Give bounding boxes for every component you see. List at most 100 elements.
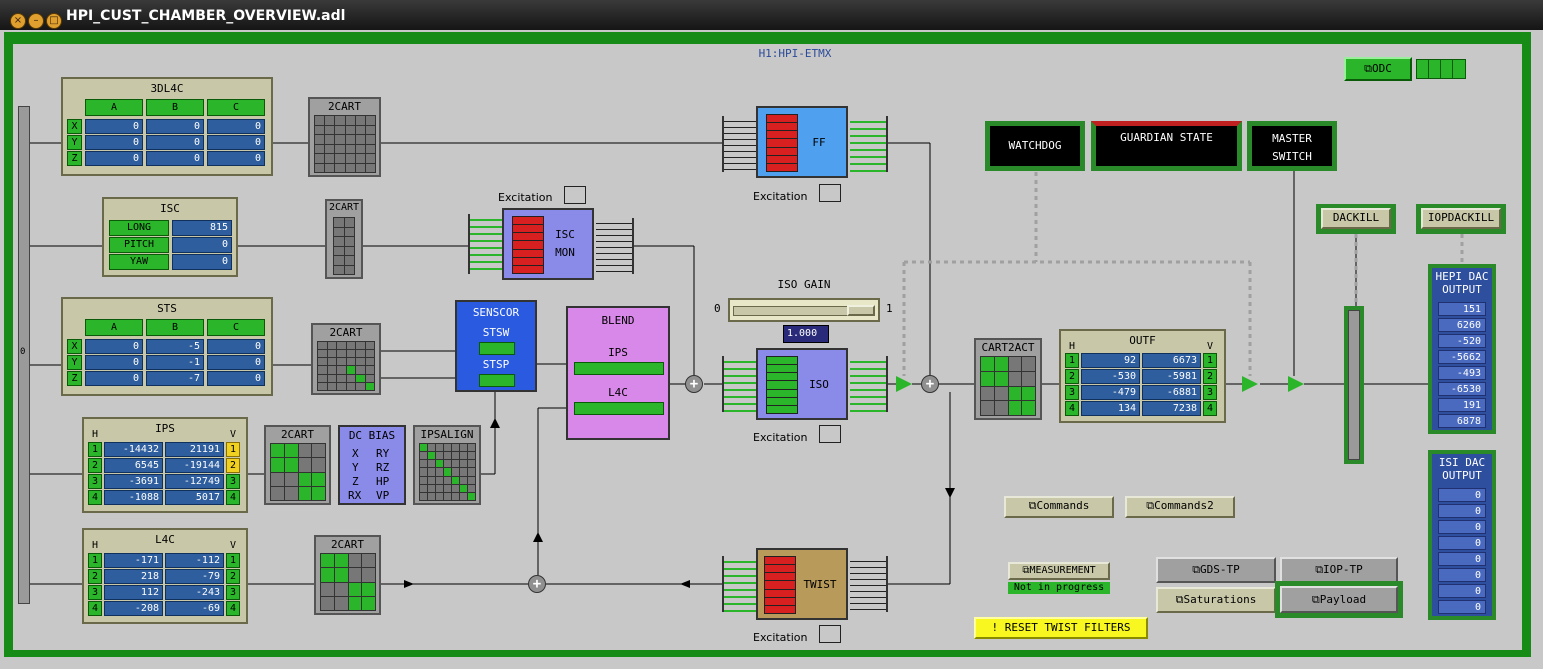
2cart-label: 2CART <box>328 202 360 213</box>
excitation-checkbox[interactable] <box>819 184 841 202</box>
isc-mon-label: ISC <box>555 228 575 241</box>
sts-col-a: A <box>85 319 143 336</box>
3dl4c-row-z: Z <box>67 151 82 166</box>
3dl4c-value: 0 <box>146 119 204 134</box>
dc-bias-button[interactable]: DC BIAS X RY Y RZ Z HP RX VP <box>338 425 406 505</box>
ips-v-value: 5017 <box>165 490 224 505</box>
2cart-isc-button[interactable]: 2CART <box>325 199 363 279</box>
ips-v-value: 21191 <box>165 442 224 457</box>
window-icon: ⧉ <box>1028 499 1037 512</box>
payload-button[interactable]: ⧉Payload <box>1280 586 1398 613</box>
hepi-dac-value: 6878 <box>1438 414 1486 428</box>
iopdackill-button[interactable]: IOPDACKILL <box>1421 208 1501 229</box>
l4c-title: L4C <box>155 533 175 546</box>
twist-filter-button[interactable]: TWIST <box>756 548 848 620</box>
dc-bias-item: RX <box>348 489 362 502</box>
senscor-stsw-label: STSW <box>482 326 510 339</box>
dac-switch-bar[interactable] <box>1348 310 1360 460</box>
watchdog-button[interactable]: WATCHDOG <box>985 121 1085 171</box>
isc-value: 0 <box>172 237 232 253</box>
maximize-icon[interactable]: □ <box>46 13 62 29</box>
iso-gain-input[interactable]: 1.000 <box>783 325 829 343</box>
minimize-icon[interactable]: – <box>28 13 44 29</box>
2cart-ips-button[interactable]: 2CART <box>264 425 331 505</box>
excitation-checkbox[interactable] <box>819 425 841 443</box>
dac-switch-frame <box>1344 306 1364 464</box>
outf-v-value: -6881 <box>1142 385 1201 400</box>
sum-junction-icon: + <box>685 375 703 393</box>
l4c-v-value: -79 <box>165 569 224 584</box>
commands2-button[interactable]: ⧉Commands2 <box>1125 496 1235 518</box>
ips-v-value: -12749 <box>165 474 224 489</box>
window-title: HPI_CUST_CHAMBER_OVERVIEW.adl <box>66 8 346 24</box>
l4c-h-index: 4 <box>88 601 102 616</box>
2cart-sts-button[interactable]: 2CART <box>311 323 381 395</box>
outf-v-index: 4 <box>1203 401 1217 416</box>
excitation-label: Excitation <box>753 631 808 644</box>
3dl4c-col-c: C <box>207 99 265 116</box>
ips-h-value: -14432 <box>104 442 163 457</box>
master-switch-button[interactable]: MASTER SWITCH <box>1247 121 1337 171</box>
ips-h-value: 6545 <box>104 458 163 473</box>
iso-gain-slider[interactable] <box>728 298 880 322</box>
sts-value: -7 <box>146 371 204 386</box>
ff-output-lines <box>850 116 888 172</box>
l4c-h-label: H <box>92 540 99 551</box>
reset-twist-filters-button[interactable]: ! RESET TWIST FILTERS <box>974 617 1148 639</box>
ipsalign-button[interactable]: IPSALIGN <box>413 425 481 505</box>
2cart-label: 2CART <box>280 428 315 441</box>
outf-v-value: 6673 <box>1142 353 1201 368</box>
guardian-state-button[interactable]: GUARDIAN STATE <box>1091 121 1242 171</box>
ips-title: IPS <box>155 422 175 435</box>
close-icon[interactable]: × <box>10 13 26 29</box>
gds-tp-button[interactable]: ⧉GDS-TP <box>1156 557 1276 583</box>
hepi-dac-value: 151 <box>1438 302 1486 316</box>
excitation-checkbox[interactable] <box>819 625 841 643</box>
cart2act-button[interactable]: CART2ACT <box>974 338 1042 420</box>
isc-title: ISC <box>160 202 180 215</box>
ips-h-label: H <box>92 429 99 440</box>
iso-input-lines <box>722 356 758 412</box>
ips-v-value: -19144 <box>165 458 224 473</box>
odc-button[interactable]: ⧉ODC <box>1344 57 1412 81</box>
iso-gain-slider-thumb[interactable] <box>847 305 875 316</box>
twist-filter-bank <box>764 556 796 614</box>
ff-filter-button[interactable]: FF <box>756 106 848 178</box>
twist-input-lines <box>722 556 758 612</box>
isi-dac-value: 0 <box>1438 536 1486 550</box>
outf-v-value: 7238 <box>1142 401 1201 416</box>
3dl4c-row-x: X <box>67 119 82 134</box>
l4c-v-index: 4 <box>226 601 240 616</box>
l4c-h-index: 1 <box>88 553 102 568</box>
iso-output-lines <box>850 356 888 412</box>
iso-filter-button[interactable]: ISO <box>756 348 848 420</box>
3dl4c-value: 0 <box>85 119 143 134</box>
blend-button[interactable]: BLEND IPS L4C <box>566 306 670 440</box>
commands-button[interactable]: ⧉Commands <box>1004 496 1114 518</box>
dackill-button[interactable]: DACKILL <box>1321 208 1391 229</box>
window-titlebar[interactable]: × – □ HPI_CUST_CHAMBER_OVERVIEW.adl <box>0 0 1543 30</box>
2cart-l4c-button[interactable]: 2CART <box>314 535 381 615</box>
isc-row-label: LONG <box>109 220 169 236</box>
ips-h-index: 3 <box>88 474 102 489</box>
l4c-v-value: -69 <box>165 601 224 616</box>
3dl4c-value: 0 <box>207 151 265 166</box>
isi-dac-output-panel: ISI DAC OUTPUT 0 0 0 0 0 0 0 0 <box>1428 450 1496 620</box>
2cart-3dl4c-button[interactable]: 2CART <box>308 97 381 177</box>
hepi-dac-value: 191 <box>1438 398 1486 412</box>
isi-dac-value: 0 <box>1438 600 1486 614</box>
channel-name: H1:HPI-ETMX <box>758 47 832 60</box>
dc-bias-title: DC BIAS <box>348 429 396 442</box>
sts-value: -1 <box>146 355 204 370</box>
senscor-button[interactable]: SENSCOR STSW STSP <box>455 300 537 392</box>
isc-value: 815 <box>172 220 232 236</box>
hepi-dac-value: -493 <box>1438 366 1486 380</box>
iop-tp-button[interactable]: ⧉IOP-TP <box>1280 557 1398 583</box>
2cart-matrix <box>314 115 376 173</box>
outf-h-index: 3 <box>1065 385 1079 400</box>
measurement-button[interactable]: ⧉MEASUREMENT <box>1008 562 1110 580</box>
3dl4c-value: 0 <box>146 135 204 150</box>
saturations-button[interactable]: ⧉Saturations <box>1156 587 1276 613</box>
isc-mon-filter-button[interactable]: ISC MON <box>502 208 594 280</box>
excitation-checkbox[interactable] <box>564 186 586 204</box>
